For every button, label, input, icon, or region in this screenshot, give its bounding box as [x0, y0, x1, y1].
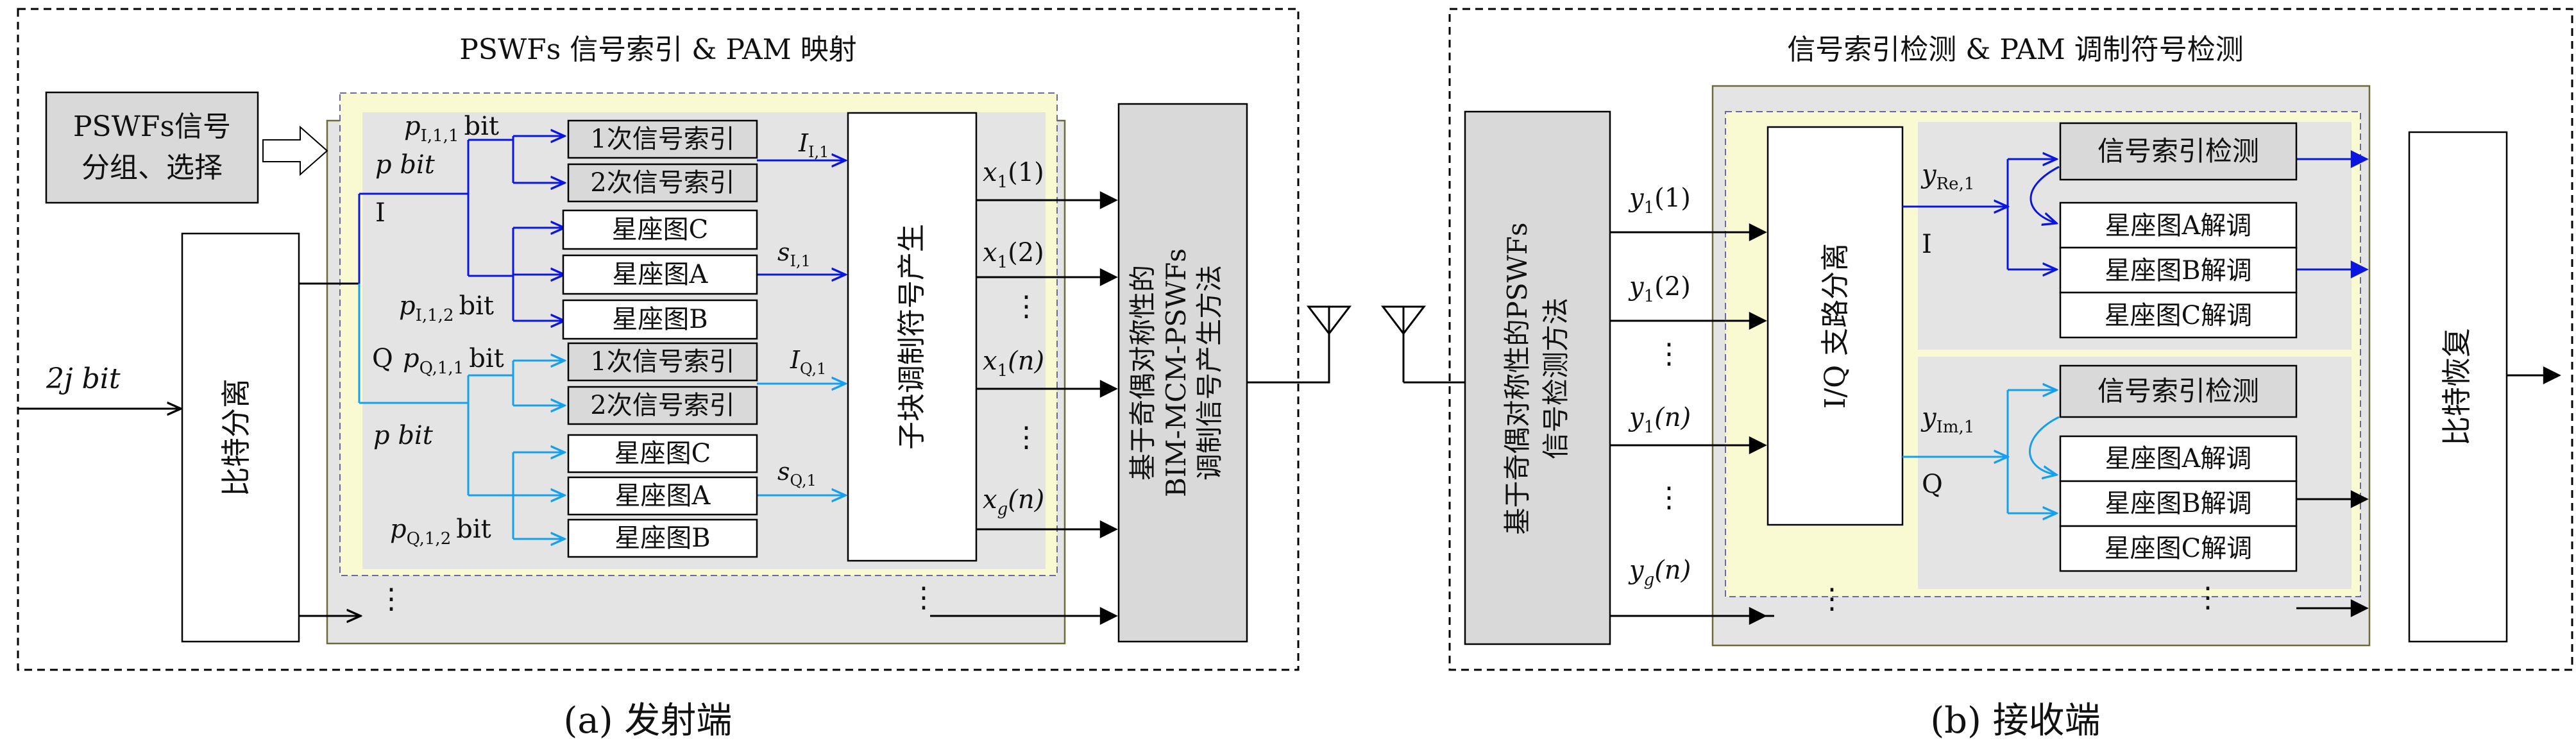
y-input-arrows [1610, 223, 1767, 625]
p-bit-Q-label: p bit [373, 421, 434, 450]
tx-vdots-x2: ⋮ [1012, 421, 1040, 454]
tx-vdots-x1: ⋮ [1012, 290, 1040, 323]
y1-n-label: y1(n) [1628, 403, 1691, 437]
rx-I-demodB: 星座图B解调 [2105, 256, 2251, 286]
rx-I-demodC: 星座图C解调 [2105, 301, 2253, 330]
rx-q-boxes [2059, 364, 2298, 572]
rx-antenna-icon [1380, 305, 1465, 384]
rx-branch-I: I [1922, 230, 1932, 259]
label-I-I1: II,1 [798, 129, 829, 161]
tx-caption: (a) 发射端 [564, 700, 733, 742]
tx-I-index1: 1次信号索引 [590, 124, 734, 154]
pswfs-select-line1: PSWFs信号 [73, 110, 231, 143]
label-s-I1: sI,1 [777, 238, 811, 270]
generator-box [1117, 103, 1248, 643]
p-bit-I-label: p bit [375, 150, 436, 180]
label-s-Q1: sQ,1 [777, 457, 817, 490]
input-bits-label: 2j bit [46, 362, 121, 395]
yg-n-label: yg(n) [1628, 556, 1691, 590]
rx-branch-Q: Q [1922, 470, 1943, 499]
bit-split-box [181, 232, 300, 643]
yIm-label: yIm,1 [1920, 403, 1974, 437]
rx-Q-index-detect: 信号索引检测 [2097, 375, 2259, 407]
rx-vdots-2: ⋮ [1655, 481, 1683, 514]
rx-Q-demodC: 星座图C解调 [2105, 534, 2253, 563]
tx-Q-constA: 星座图A [615, 481, 711, 511]
rx-detector-box [1464, 110, 1611, 645]
tx-I-index2: 2次信号索引 [590, 168, 734, 198]
rx-dashed-frame [1448, 8, 2573, 671]
pswfs-select-line2: 分组、选择 [81, 151, 223, 184]
rx-i-branch-lines [1902, 150, 2369, 278]
iq-split-label: I/Q 支路分离 [1819, 243, 1852, 409]
rx-Q-demodB: 星座图B解调 [2105, 489, 2251, 518]
subblock-box [847, 112, 978, 562]
tx-vdots-bottom: ⋮ [910, 581, 938, 614]
x-output-arrows [976, 191, 1118, 538]
branch-I-label: I [375, 198, 386, 228]
transmitter-panel: PSWFs 信号索引 & PAM 映射 PSWFs信号 分组、选择 比特分离 2… [17, 8, 1352, 742]
generator-line1: 基于奇偶对称性的 [1127, 265, 1158, 481]
rx-I-index-detect: 信号索引检测 [2097, 135, 2259, 167]
tx-I-constB: 星座图B [612, 305, 708, 334]
tx-dashed-frame [17, 8, 1300, 671]
tx-Q-constC: 星座图C [614, 439, 711, 468]
label-I-Q1: IQ,1 [790, 346, 826, 378]
rx-q-branch-lines [1902, 390, 2060, 513]
rx-detector-line1: 基于奇偶对称性的PSWFs [1502, 223, 1533, 535]
rx-vdots-1: ⋮ [1655, 337, 1683, 370]
x1-2-label: x1(2) [983, 238, 1044, 272]
rx-I-demodA: 星座图A解调 [2105, 211, 2252, 241]
i-branch-lines [358, 136, 845, 321]
tx-I-constA: 星座图A [613, 260, 709, 289]
tx-q-boxes [567, 342, 758, 558]
tx-vdots-left: ⋮ [377, 583, 405, 615]
rx-i-boxes [2059, 122, 2298, 339]
tx-title: PSWFs 信号索引 & PAM 映射 [459, 33, 857, 66]
yRe-label: yRe,1 [1920, 160, 1974, 194]
x1-1-label: x1(1) [983, 158, 1044, 192]
pswfs-select-box [45, 91, 259, 204]
generator-line2: BIM-MCM-PSWFs [1160, 248, 1192, 497]
iq-split-box [1767, 126, 1904, 526]
bit-split-label: 比特分离 [219, 379, 253, 497]
rx-title: 信号索引检测 & PAM 调制符号检测 [1787, 33, 2244, 66]
xg-n-label: xg(n) [983, 485, 1044, 519]
rx-vdots-bottom2: ⋮ [2194, 581, 2222, 614]
rx-detector-line2: 信号检测方法 [1540, 298, 1572, 459]
tx-Q-index2: 2次信号索引 [590, 391, 734, 420]
bit-recover-box [2408, 131, 2508, 643]
rx-Q-demodA: 星座图A解调 [2105, 444, 2252, 473]
rx-caption: (b) 接收端 [1930, 700, 2100, 742]
tx-Q-constB: 星座图B [614, 524, 710, 553]
rx-vdots-bottom: ⋮ [1818, 583, 1846, 615]
tx-I-constC: 星座图C [612, 215, 709, 244]
branch-Q-label: Q [372, 344, 393, 373]
hollow-arrow [262, 125, 328, 176]
q-branch-lines [358, 284, 845, 539]
subblock-label: 子块调制符号产生 [895, 224, 928, 450]
receiver-panel: 信号索引检测 & PAM 调制符号检测 基于奇偶对称性的PSWFs 信号检测方法… [1380, 8, 2573, 742]
bit-recover-label: 比特恢复 [2439, 328, 2474, 446]
generator-line3: 调制信号产生方法 [1194, 265, 1225, 481]
tx-i-boxes [562, 119, 758, 340]
tx-antenna-icon [1247, 305, 1352, 384]
y1-2-label: y1(2) [1628, 272, 1691, 306]
tx-Q-index1: 1次信号索引 [590, 347, 734, 377]
x1-n-label: x1(n) [983, 346, 1044, 380]
y1-1-label: y1(1) [1628, 183, 1691, 217]
